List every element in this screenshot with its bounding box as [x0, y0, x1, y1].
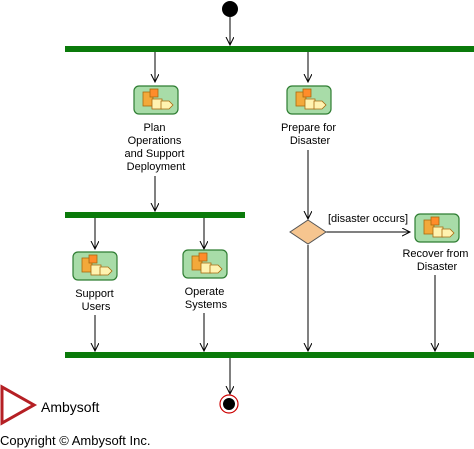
fork-bar-top — [65, 46, 474, 52]
ambysoft-logo: Ambysoft — [0, 384, 99, 426]
control-flows — [95, 17, 435, 394]
copyright-text: Copyright © Ambysoft Inc. — [0, 433, 150, 448]
activity-plan-icon — [133, 85, 179, 115]
activity-prepare-icon — [286, 85, 332, 115]
logo-text: Ambysoft — [41, 399, 99, 415]
decision-node — [289, 219, 327, 245]
activity-recover-label: Recover from Disaster — [402, 248, 471, 273]
activity-operate-label: Operate Systems — [185, 286, 228, 311]
final-node-core — [223, 398, 235, 410]
activity-support-icon — [72, 251, 118, 281]
ambysoft-logo-triangle-icon — [0, 384, 38, 426]
guard-label: [disaster occurs] — [328, 213, 408, 225]
activity-recover-icon — [414, 213, 460, 243]
activity-support-label: Support Users — [75, 288, 117, 313]
activity-prepare-label: Prepare for Disaster — [281, 122, 339, 147]
activity-plan-label: Plan Operations and Support Deployment — [125, 122, 188, 173]
join-bar-bottom — [65, 352, 474, 358]
fork-bar-middle — [65, 212, 245, 218]
initial-node — [222, 1, 238, 17]
activity-operate-icon — [182, 249, 228, 279]
